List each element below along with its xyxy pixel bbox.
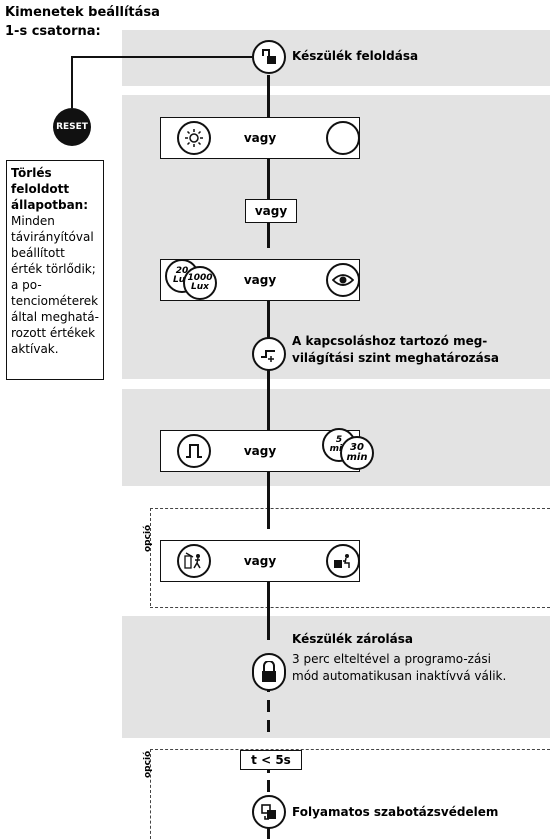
unlock-label: Készülék feloldása <box>292 49 419 63</box>
tamper-icon <box>252 795 286 829</box>
or-box: vagy <box>245 199 297 223</box>
or-label: vagy <box>243 444 277 458</box>
lock-title: Készülék zárolása <box>292 632 414 646</box>
info-box: Törlés feloldott állapotban: Minden távi… <box>6 160 104 380</box>
info-text: Minden távirányítóval beállított érték t… <box>11 214 99 356</box>
header-title: Kimenetek beállítása <box>5 5 160 20</box>
panel-lock <box>122 616 550 738</box>
panel-option1 <box>150 508 550 608</box>
step-plus-icon <box>252 337 286 371</box>
lock-icon <box>252 653 286 691</box>
or-label: vagy <box>243 131 277 145</box>
unlock-icon <box>252 40 286 74</box>
lock-text: 3 perc elteltével a programo-zási mód au… <box>292 652 507 683</box>
tamper-label: Folyamatos szabotázsvédelem <box>292 805 499 819</box>
person-walking-icon <box>177 544 211 578</box>
level-label: A kapcsoláshoz tartozó meg-világítási sz… <box>292 334 500 365</box>
info-title: Törlés feloldott állapotban: <box>11 166 89 212</box>
pulse-icon <box>177 434 211 468</box>
moon-icon <box>326 121 360 155</box>
panel-unlock <box>122 30 550 86</box>
sun-icon <box>177 121 211 155</box>
option-tag: opció <box>143 750 153 778</box>
reset-connector <box>72 56 252 58</box>
person-desk-icon <box>326 544 360 578</box>
time-limit-box: t < 5s <box>240 750 302 770</box>
header-subtitle: 1-s csatorna: <box>5 24 101 39</box>
eye-icon <box>326 263 360 297</box>
reset-button[interactable]: RESET <box>53 108 91 146</box>
or-label: vagy <box>243 554 277 568</box>
option-tag: opció <box>143 524 153 552</box>
panel-option2 <box>150 749 550 840</box>
or-label: vagy <box>243 273 277 287</box>
